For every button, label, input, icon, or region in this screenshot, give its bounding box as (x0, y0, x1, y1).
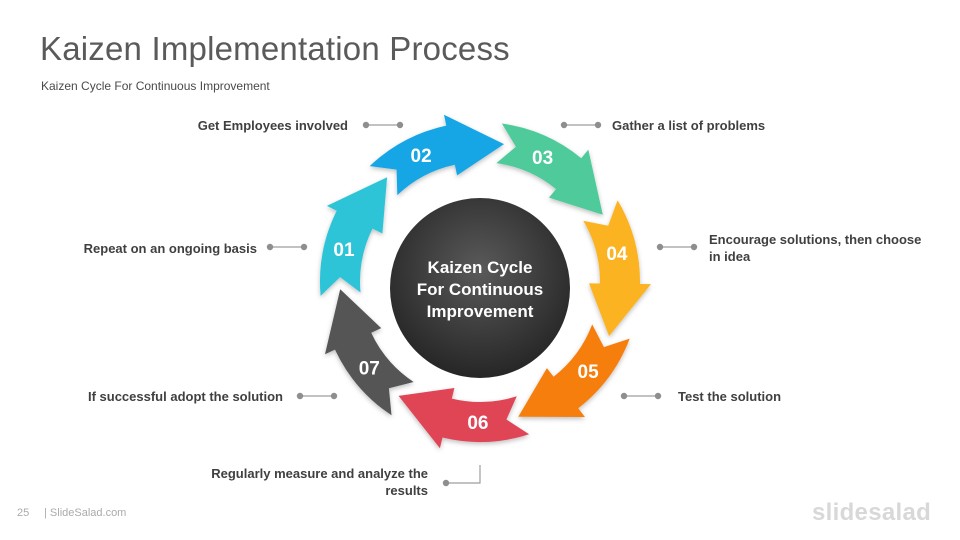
step-number-03: 03 (532, 148, 553, 169)
step-06-label: If successful adopt the solution (87, 389, 283, 404)
step-07-label: Repeat on an ongoing basis (83, 241, 257, 256)
cycle-segment-05 (518, 324, 630, 417)
connector-dot (690, 243, 698, 251)
connector-line-5 (446, 465, 481, 484)
connector-dot (296, 392, 304, 400)
cycle-segment-01 (319, 177, 388, 296)
step-03-label: Encourage solutions, then choose in idea (709, 232, 922, 264)
connector-dot (620, 392, 628, 400)
cycle-segment-03 (496, 123, 603, 215)
connector-dot (560, 121, 568, 129)
page-title: Kaizen Implementation Process (40, 30, 510, 67)
connector-dot (442, 479, 450, 487)
page-subtitle: Kaizen Cycle For Continuous Improvement (41, 79, 270, 93)
slidesalad-logo: slidesalad (812, 499, 932, 526)
connector-dot (396, 121, 404, 129)
cycle-segment-02 (369, 114, 504, 196)
step-number-04: 04 (606, 244, 628, 265)
connector-dot (330, 392, 338, 400)
center-line-2: For Continuous (417, 280, 544, 299)
connector-dot (656, 243, 664, 251)
connector-dot (300, 243, 308, 251)
cycle-segment-06 (398, 388, 530, 449)
cycle-segment-07 (325, 289, 414, 416)
center-line-3: Improvement (427, 302, 534, 321)
page-number: 25 (17, 507, 30, 519)
step-number-02: 02 (411, 146, 432, 167)
step-01-label: Get Employees involved (197, 118, 348, 133)
connector-dot (266, 243, 274, 251)
step-number-05: 05 (578, 362, 600, 383)
connector-dot (594, 121, 602, 129)
step-number-06: 06 (467, 413, 488, 434)
center-circle (390, 198, 570, 378)
step-05-label: Regularly measure and analyze the result… (211, 466, 428, 498)
footer-brand: | SlideSalad.com (44, 507, 127, 519)
step-02-label: Gather a list of problems (612, 118, 766, 133)
step-number-07: 07 (359, 359, 380, 380)
step-04-label: Test the solution (678, 389, 782, 404)
connector-dot (362, 121, 370, 129)
center-line-1: Kaizen Cycle (428, 258, 533, 277)
step-number-01: 01 (333, 240, 355, 261)
connector-dot (654, 392, 662, 400)
cycle-segment-04 (583, 200, 651, 337)
